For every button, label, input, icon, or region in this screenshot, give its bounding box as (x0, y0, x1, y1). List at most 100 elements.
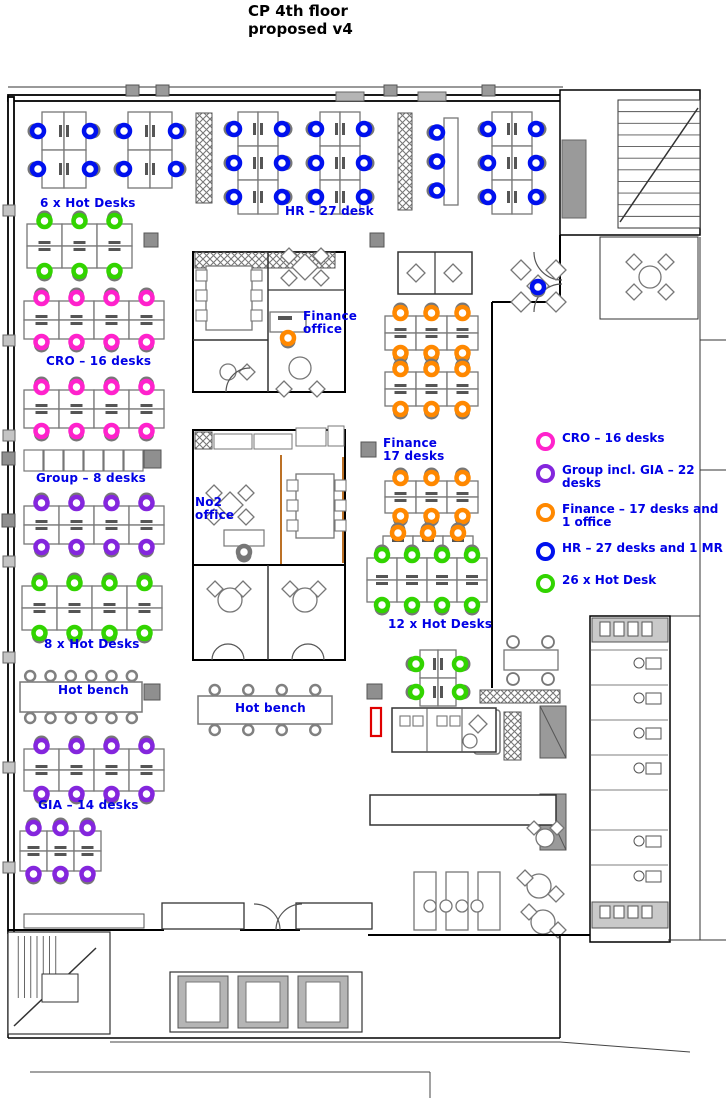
chair-seat (68, 785, 85, 803)
bench-chair (309, 723, 322, 737)
plan-rect (250, 309, 263, 322)
monitor (105, 765, 118, 768)
monitor (406, 582, 418, 585)
plan-rect (195, 289, 208, 302)
monitor (105, 527, 118, 530)
plan-rect (645, 870, 662, 883)
chair-seat (527, 120, 545, 138)
chair-diamond (312, 269, 330, 287)
monitor (105, 411, 118, 414)
legend-item-hr: HR – 27 desks and 1 MR (536, 542, 726, 561)
monitor (342, 123, 345, 135)
chair-diamond (625, 253, 643, 271)
plan-rect (83, 449, 104, 472)
chair-diamond (510, 259, 532, 281)
bench-chair (275, 723, 288, 737)
plan-label-finoffice: Finance office (303, 309, 358, 336)
desk-pod-finance (384, 467, 479, 527)
chair-diamond (206, 580, 224, 598)
monitor (33, 610, 46, 613)
legend-label: Finance – 17 desks and 1 office (562, 502, 719, 529)
monitor (260, 191, 263, 203)
chair-diamond (205, 484, 223, 502)
monitor (456, 384, 469, 387)
chair-diamond (545, 291, 567, 313)
chair-seat (433, 546, 451, 564)
plan-rect (7, 94, 564, 102)
plan-rect (143, 232, 159, 248)
bench-chair (105, 669, 118, 683)
chair-seat (33, 378, 50, 396)
chair-diamond (280, 269, 298, 287)
plan-rect (641, 621, 653, 637)
chair-seat (33, 737, 50, 755)
door-arc (253, 903, 281, 931)
plan-rect (413, 871, 437, 931)
plan-rect (383, 84, 398, 97)
chair-seat (106, 212, 123, 230)
monitor (145, 125, 148, 137)
plan-rect (369, 232, 385, 248)
chair-seat (273, 188, 291, 206)
chair-diamond (205, 508, 223, 526)
desk-pod-finance (384, 302, 479, 364)
plan-rect (195, 269, 208, 282)
desk-pod-finance (384, 358, 479, 420)
desk-pod-group (19, 817, 102, 885)
chair-seat (423, 304, 440, 322)
legend-label: Group incl. GIA – 22 desks (562, 463, 695, 490)
plan-label-no2office: No2 office (195, 495, 235, 522)
monitor (456, 499, 469, 502)
chair-seat (138, 422, 155, 440)
plan-rect (334, 499, 347, 512)
chair-seat (407, 655, 425, 673)
chair-seat (33, 333, 50, 351)
plan-line (539, 705, 567, 759)
plan-circle (217, 587, 243, 613)
chair-seat (68, 737, 85, 755)
chair-seat (103, 333, 120, 351)
chair-seat (79, 819, 96, 837)
plan-rect (41, 973, 79, 1003)
plan-circle (423, 899, 437, 913)
monitor (68, 610, 81, 613)
chair-seat (355, 154, 373, 172)
monitor (138, 603, 151, 606)
monitor (140, 404, 153, 407)
monitor (260, 157, 263, 169)
monitor (335, 123, 338, 135)
plan-rect (213, 433, 253, 450)
chair-seat (423, 344, 440, 362)
bench-chair (208, 723, 221, 737)
monitor (105, 404, 118, 407)
monitor (152, 125, 155, 137)
plan-rect (369, 706, 383, 738)
monitor (507, 123, 510, 135)
plan-rect (589, 615, 671, 943)
monitor (152, 163, 155, 175)
plan-rect (23, 449, 44, 472)
desk-pod-hot (21, 572, 163, 644)
chair-diamond (237, 508, 255, 526)
plan-rect (143, 683, 161, 701)
monitor (70, 527, 83, 530)
chair-seat (307, 120, 325, 138)
chair-seat (428, 153, 446, 170)
monitor (425, 328, 438, 331)
chair-seat (33, 494, 50, 512)
monitor (145, 163, 148, 175)
monitor (376, 575, 388, 578)
plan-rect (2, 204, 16, 217)
plan-rect (503, 649, 559, 671)
plan-circle (506, 635, 520, 649)
chair-seat (428, 182, 446, 199)
chair-seat (392, 360, 409, 378)
title-line1: CP 4th floor (248, 2, 348, 20)
chair-seat (479, 154, 497, 172)
door-arc (225, 367, 251, 393)
legend-dot-finance (536, 503, 555, 522)
plan-rect (627, 621, 639, 637)
chair-diamond (309, 580, 327, 598)
bench-chair (242, 683, 255, 697)
desk-pod-cro (23, 287, 165, 353)
